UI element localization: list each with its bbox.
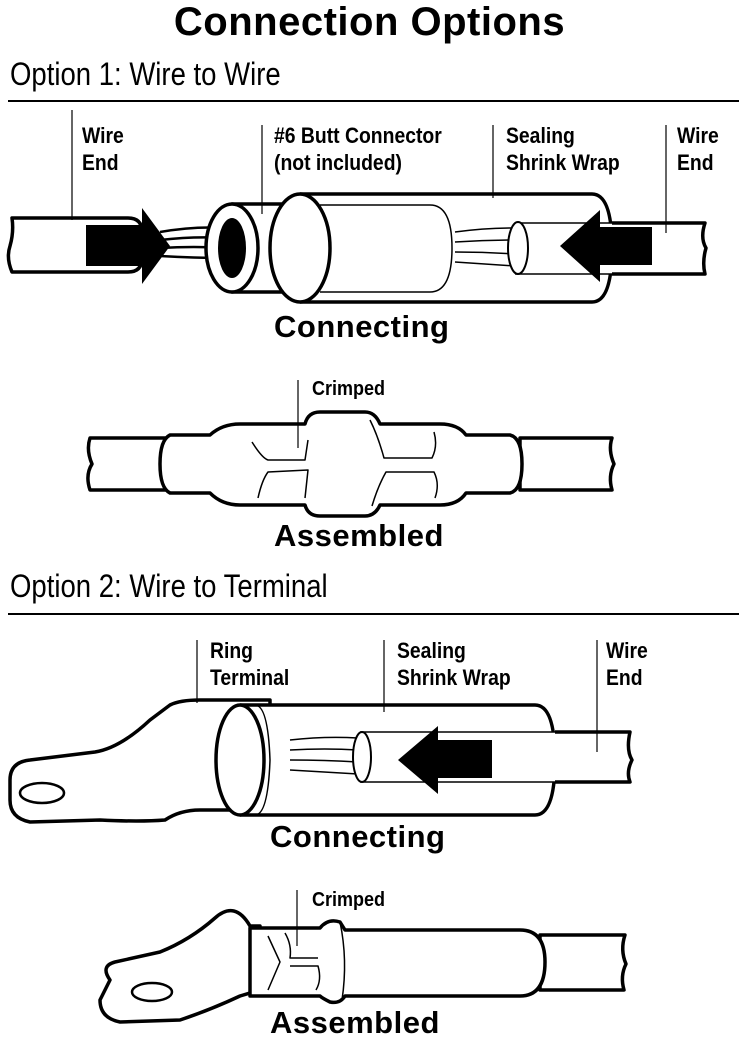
label-shrink-wrap: Sealing Shrink Wrap bbox=[506, 123, 620, 175]
label-wire-end-2: Wire End bbox=[606, 638, 648, 690]
opt1-assembled-illustration bbox=[86, 410, 616, 518]
opt2-connecting-illustration bbox=[8, 698, 634, 824]
option1-heading: Option 1: Wire to Wire bbox=[10, 56, 281, 92]
left-arrow-icon bbox=[398, 726, 492, 794]
option1-divider bbox=[8, 100, 739, 102]
label-butt-connector: #6 Butt Connector (not included) bbox=[274, 123, 442, 175]
caption-assembled-1: Assembled bbox=[274, 518, 444, 553]
crimped-ring-terminal bbox=[98, 908, 262, 1024]
ring-terminal-hole bbox=[18, 781, 66, 805]
right-arrow-icon bbox=[86, 208, 170, 284]
opt2-assembled-illustration bbox=[98, 908, 628, 1024]
caption-assembled-2: Assembled bbox=[270, 1005, 440, 1040]
label-wire-end-right: Wire End bbox=[677, 123, 719, 175]
label-shrink-wrap-2: Sealing Shrink Wrap bbox=[397, 638, 511, 690]
page-title: Connection Options bbox=[173, 0, 566, 44]
crimped-splice bbox=[158, 410, 524, 518]
label-ring-terminal: Ring Terminal bbox=[210, 638, 290, 690]
callout-crimped-2: Crimped bbox=[312, 889, 386, 911]
callout-crimped-1: Crimped bbox=[312, 378, 386, 400]
leader-lines bbox=[71, 110, 667, 946]
left-arrow-icon bbox=[560, 210, 652, 282]
caption-connecting-1: Connecting bbox=[274, 309, 450, 344]
inner-connector bbox=[320, 204, 453, 293]
opt1-connecting-illustration bbox=[6, 192, 708, 304]
option2-heading: Option 2: Wire to Terminal bbox=[10, 568, 328, 604]
caption-connecting-2: Connecting bbox=[270, 819, 446, 854]
option2-divider bbox=[8, 613, 739, 615]
label-wire-end-left: Wire End bbox=[82, 123, 124, 175]
